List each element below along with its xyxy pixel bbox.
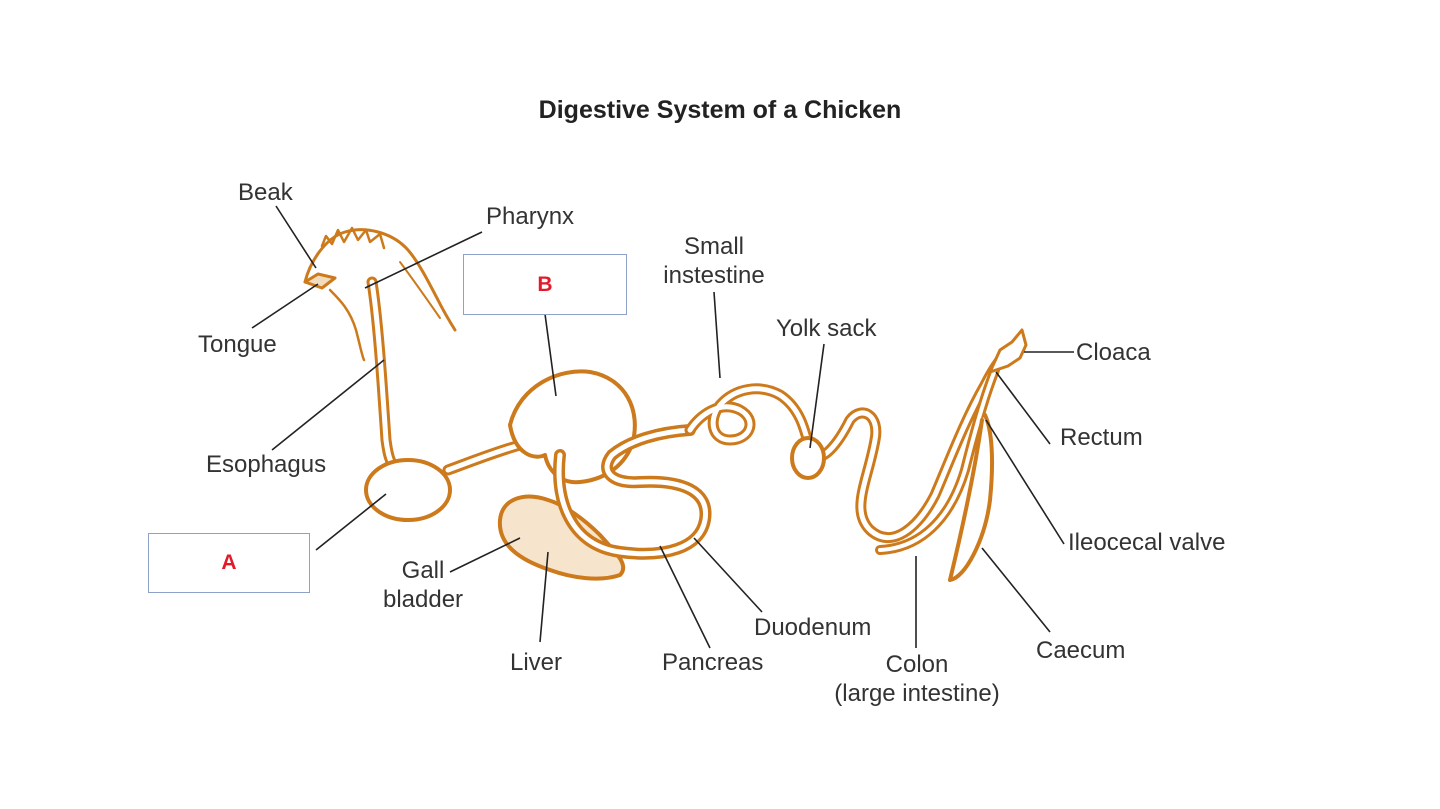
- leader-b: [544, 313, 557, 397]
- label-small-intestine-line1: Small: [683, 233, 744, 260]
- label-tongue: Tongue: [198, 331, 277, 358]
- label-colon-line2: (large intestine): [834, 680, 1000, 707]
- leader-duodenum: [693, 537, 763, 613]
- label-beak: Beak: [238, 179, 293, 206]
- leader-a: [315, 493, 387, 551]
- crop: [364, 458, 452, 522]
- label-colon: Colon (large intestine): [820, 650, 1014, 708]
- label-liver: Liver: [510, 649, 563, 676]
- leader-pancreas: [659, 545, 711, 649]
- label-esophagus: Esophagus: [206, 451, 327, 478]
- leader-small-intestine: [713, 291, 721, 379]
- leader-yolk-sack: [809, 343, 825, 449]
- liver-shape: [497, 494, 626, 581]
- beak-shape: [303, 272, 337, 290]
- label-pancreas: Pancreas: [662, 649, 764, 676]
- yolk-sack-shape: [790, 436, 826, 480]
- label-gall-bladder-line2: bladder: [382, 586, 464, 613]
- leader-tongue: [251, 283, 319, 329]
- leader-beak: [275, 205, 317, 269]
- gizzard: [508, 369, 637, 485]
- leader-pharynx: [364, 231, 483, 289]
- label-colon-line1: Colon: [885, 651, 949, 678]
- label-rectum: Rectum: [1060, 424, 1143, 451]
- chicken-comb: [320, 226, 386, 250]
- leader-gall-bladder: [449, 537, 521, 573]
- label-gall-bladder: Gall bladder: [370, 556, 476, 614]
- label-small-intestine: Small instestine: [652, 232, 776, 290]
- caecum-shape: [948, 413, 995, 582]
- leader-lines: [251, 205, 1074, 649]
- answer-box-a[interactable]: A: [148, 533, 310, 593]
- leader-ileocecal-valve: [985, 419, 1065, 545]
- label-duodenum: Duodenum: [754, 614, 872, 641]
- label-ileocecal-valve: Ileocecal valve: [1068, 529, 1226, 556]
- leader-esophagus: [271, 359, 385, 451]
- label-caecum: Caecum: [1036, 637, 1126, 664]
- leader-liver: [539, 551, 549, 643]
- answer-box-b[interactable]: B: [463, 254, 627, 315]
- label-gall-bladder-line1: Gall: [401, 557, 445, 584]
- diagram-title: Digestive System of a Chicken: [538, 96, 902, 124]
- label-cloaca: Cloaca: [1076, 339, 1151, 366]
- chicken-head: [303, 228, 457, 332]
- leader-rectum: [995, 371, 1051, 445]
- label-pharynx: Pharynx: [486, 203, 575, 230]
- label-small-intestine-line2: instestine: [663, 262, 765, 289]
- cloaca-shape: [988, 328, 1028, 374]
- leader-caecum: [981, 547, 1051, 633]
- label-yolk-sack: Yolk sack: [776, 315, 877, 342]
